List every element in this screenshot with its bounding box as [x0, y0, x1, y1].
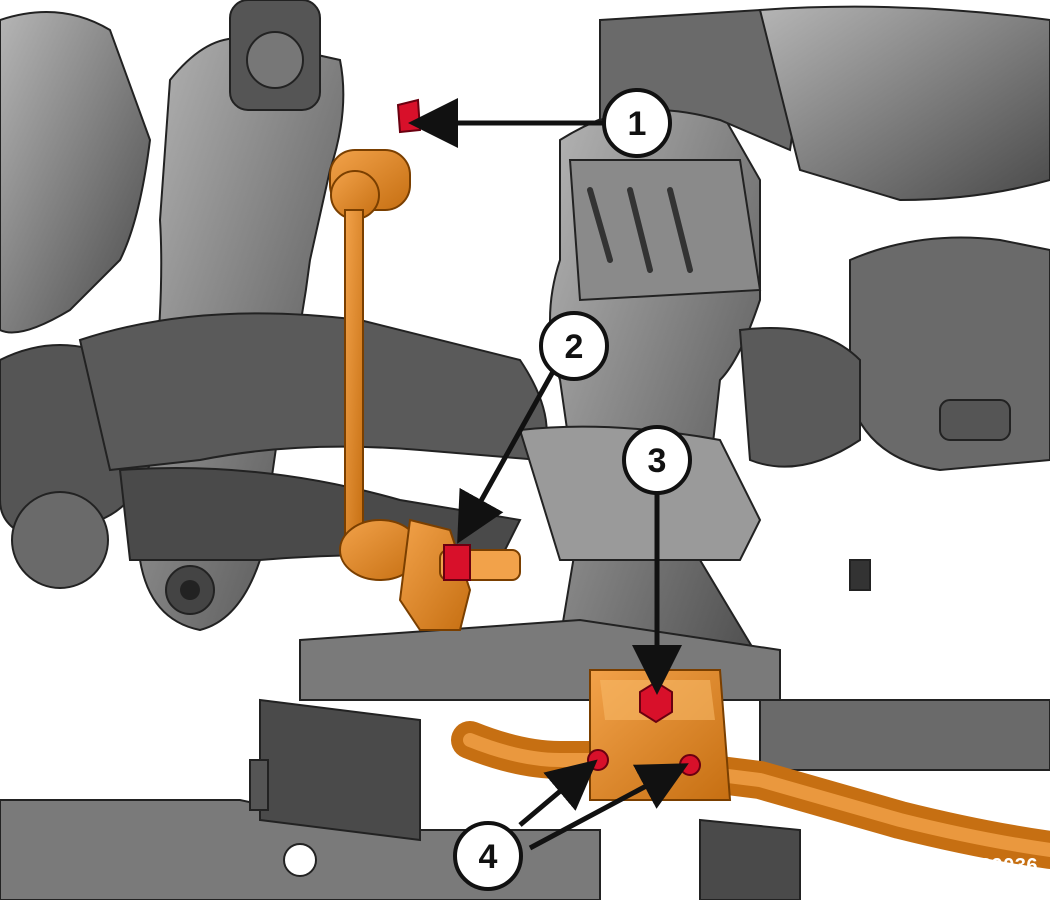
callout-3: 3: [622, 425, 692, 495]
frame-rail: [0, 559, 1050, 900]
callout-4-arrow-left: [518, 759, 598, 827]
callout-1-number: 1: [628, 105, 647, 143]
upper-link-nut-icon: [396, 98, 422, 134]
figure-id-label: 0202189036: [921, 855, 1038, 877]
callout-2-number: 2: [565, 328, 584, 366]
callout-arrows: [408, 98, 689, 851]
bracket-bolt-right-icon: [679, 754, 701, 776]
lower-link-nut-icon: [443, 544, 471, 581]
callout-4-arrow-right: [528, 763, 689, 851]
right-differential: [738, 5, 1050, 472]
stabilizer-bar: [451, 721, 1050, 869]
callout-2: 2: [539, 311, 609, 381]
bracket-bolt-left-icon: [587, 749, 609, 771]
callout-4-number: 4: [479, 838, 498, 876]
callout-4: 4: [453, 821, 523, 891]
lower-control-arm: [78, 312, 548, 562]
callout-2-arrow: [457, 366, 558, 544]
frame-crossmember: [299, 8, 802, 701]
callout-1: 1: [602, 88, 672, 158]
bracket-nut-icon: [639, 680, 673, 724]
callout-3-number: 3: [648, 442, 667, 480]
stabilizer-link: [329, 149, 521, 631]
